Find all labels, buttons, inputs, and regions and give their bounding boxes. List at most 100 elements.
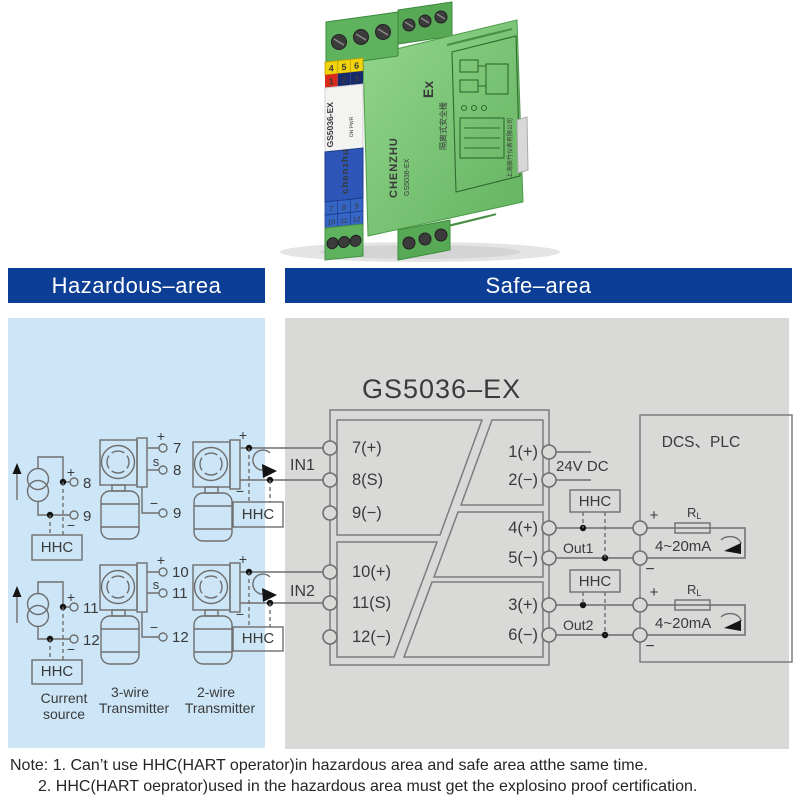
hazardous-area-header: Hazardous–area — [8, 268, 265, 303]
caption-3wire-transmitter: Transmitter — [99, 700, 170, 716]
side-brand: CHENZHU — [388, 137, 400, 198]
cs2-minus: − — [67, 641, 75, 657]
note-line-1: Note: 1. Can’t use HHC(HART operator)in … — [10, 757, 648, 774]
in2-label: IN2 — [290, 583, 315, 600]
rl-label-2: RL — [687, 582, 701, 598]
din-rail-clip — [516, 116, 529, 174]
hhc-box-2wire-2 — [232, 626, 284, 652]
tw3-stub-11: 11 — [172, 585, 188, 602]
tw3-stub-12: 12 — [172, 629, 189, 646]
tw2-plus-1: + — [239, 427, 247, 443]
cs2-stub-12: 12 — [83, 632, 100, 649]
in1-label: IN1 — [290, 457, 315, 474]
terminal-label-3: 3(+) — [508, 596, 538, 614]
terminal-label-1: 1(+) — [508, 443, 538, 461]
diagram-module-title: GS5036–EX — [362, 374, 521, 404]
load-resistor-1 — [674, 522, 711, 534]
tw3-2-stubs — [141, 567, 168, 642]
front-term-5: 5 — [341, 62, 346, 72]
printed-circuit-decoration — [451, 35, 521, 193]
tw3-stub-8: 8 — [173, 462, 181, 479]
output-wires — [556, 451, 633, 639]
dcs-plc-box — [639, 414, 793, 663]
tw3-1-stubs — [141, 443, 168, 518]
cs1-stub-8: 8 — [83, 475, 91, 492]
tw3-1-minus: − — [150, 495, 158, 511]
terminal-label-11: 11(S) — [352, 594, 391, 612]
terminal-label-10: 10(+) — [352, 563, 391, 581]
front-term-8: 8 — [342, 203, 347, 212]
side-ex-mark: Ex — [420, 81, 436, 98]
rl-label-1: RL — [687, 505, 701, 521]
load-resistor-2 — [674, 599, 711, 611]
bottom-rear-terminal-block — [397, 219, 451, 261]
module-terminals — [322, 440, 557, 645]
loop1-range: 4~20mA — [655, 538, 711, 555]
side-cn-type: 隔离式安全栅 — [438, 102, 448, 150]
tw3-2-minus: − — [150, 619, 158, 635]
out1-label: Out1 — [563, 540, 594, 556]
hhc-label-out1: HHC — [579, 493, 612, 510]
cs2-stub-11: 11 — [83, 600, 99, 617]
dcs-terminals — [632, 520, 648, 643]
top-front-terminal-block — [325, 11, 399, 67]
dcs-plc-label: DCS、PLC — [662, 434, 740, 451]
safe-area-header: Safe–area — [285, 268, 792, 303]
vent-slots-top — [446, 28, 513, 46]
module-front-face: 4 5 6 1 2 3 GS5036-EX ON PWR chenzhu 7 8… — [324, 57, 364, 261]
terminal-label-12: 12(−) — [352, 628, 391, 646]
tw3-2-s: s — [153, 577, 160, 592]
front-brand-text: chenzhu — [340, 148, 351, 195]
hhc-label-2wire-2: HHC — [242, 630, 275, 647]
caption-2wire: 2-wire — [197, 684, 235, 700]
front-strip-2 — [337, 72, 351, 87]
front-model-text: GS5036-EX — [325, 101, 335, 148]
tw2-minus-2: − — [236, 606, 244, 622]
wiring-diagram: GS5036–EX IN1 IN2 + − + − — [8, 318, 793, 749]
loop2-graphics — [647, 599, 746, 636]
product-photo: Ex 隔离式安全栅 CHENZHU GS5036-EX 上海辰竹仪表有限公司 4… — [280, 1, 560, 262]
side-model: GS5036-EX — [404, 158, 411, 196]
terminal-label-9: 9(−) — [352, 504, 382, 522]
front-term-11: 11 — [340, 218, 347, 226]
loop2-range: 4~20mA — [655, 615, 711, 632]
tw3-1-plus: + — [157, 428, 165, 444]
out2-label: Out2 — [563, 617, 594, 633]
hhc-label-out2: HHC — [579, 573, 612, 590]
front-term-4: 4 — [329, 63, 334, 73]
tw2-minus-1: − — [236, 483, 244, 499]
front-term-12: 12 — [353, 216, 361, 224]
loop1-graphics — [647, 522, 746, 559]
cs1-minus: − — [67, 517, 75, 533]
hhc-box-2wire-1 — [232, 501, 284, 528]
cs2-plus: + — [67, 589, 75, 605]
front-term-10: 10 — [327, 219, 335, 227]
front-term-2: 2 — [341, 75, 346, 85]
hhc-label-2wire-1: HHC — [242, 506, 275, 523]
front-term-1: 1 — [329, 76, 334, 86]
caption-2wire-transmitter: Transmitter — [185, 700, 256, 716]
front-term-7: 7 — [329, 204, 334, 213]
terminal-label-8: 8(S) — [352, 471, 383, 489]
caption-3wire: 3-wire — [111, 684, 149, 700]
front-term-3: 3 — [354, 73, 359, 83]
front-strip-3 — [350, 71, 363, 86]
side-cn-company: 上海辰竹仪表有限公司 — [506, 118, 514, 178]
caption-source: source — [43, 706, 85, 722]
hhc-label-cs2: HHC — [41, 663, 74, 680]
front-term-9: 9 — [354, 201, 359, 210]
loop2-plus: + — [650, 584, 659, 601]
hhc-box-out2 — [569, 569, 621, 593]
hhc-label-cs1: HHC — [41, 539, 74, 556]
cs1-stub-9: 9 — [83, 508, 91, 525]
terminal-label-6: 6(−) — [508, 626, 538, 644]
input-wires — [240, 444, 323, 627]
tw3-1-s: s — [153, 454, 160, 469]
current-source-1 — [12, 456, 83, 561]
current-source-2 — [12, 581, 83, 685]
terminal-label-4: 4(+) — [508, 519, 538, 537]
tw2-plus-2: + — [239, 551, 247, 567]
tw3-stub-10: 10 — [172, 564, 189, 581]
loop1-plus: + — [650, 507, 659, 524]
loop1-minus: − — [645, 561, 654, 578]
